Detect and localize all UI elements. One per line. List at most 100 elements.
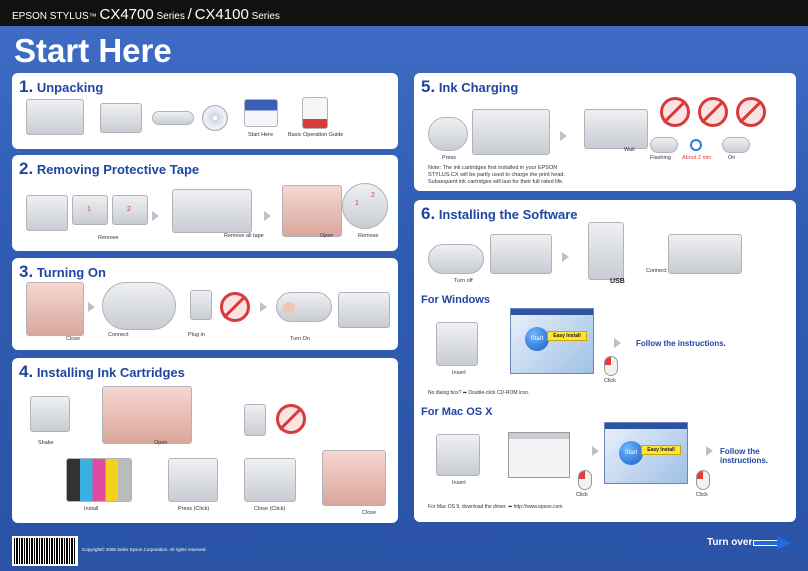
- section-turning-on: 3. Turning On Close Connect Plug in Turn…: [12, 258, 398, 350]
- label-turn-on: Turn On: [290, 336, 310, 342]
- mac-follow-instructions: Follow the instructions.: [720, 447, 769, 465]
- label-close-click: Close (Click): [254, 506, 286, 512]
- ink-cartridges-illustration: [100, 103, 142, 133]
- power-cord-illustration: [152, 111, 194, 125]
- start-button: Start: [525, 327, 549, 351]
- prohibited-icon: [736, 97, 766, 127]
- step-arrow: [562, 252, 569, 262]
- section-installing-ink: 4. Installing Ink Cartridges Shake Open …: [12, 358, 398, 523]
- step-arrow: [260, 302, 267, 312]
- label-remove-all-tape: Remove all tape: [224, 233, 264, 239]
- basic-operation-guide: [302, 97, 328, 129]
- printer-on-illustration: [338, 292, 390, 328]
- insert-cd-illustration: [436, 322, 478, 366]
- mac-mouse-click-icon-2: [696, 470, 710, 490]
- step-arrow: [706, 446, 713, 456]
- mouse-click-icon: [604, 356, 618, 376]
- easy-install-button-mac: Easy Install: [641, 445, 681, 455]
- label-install: Install: [84, 506, 99, 512]
- label-start-here: Start Here: [248, 132, 274, 138]
- mac-installer-screen: Start Easy Install: [604, 422, 688, 484]
- label-click-mac-1: Click: [576, 492, 588, 498]
- label-on: On: [728, 155, 736, 161]
- windows-no-dialog-tip: No dialog box? ➡ Double-click CD-ROM ico…: [428, 390, 530, 396]
- label-remove: Remove: [98, 235, 119, 241]
- label-click-mac-2: Click: [696, 492, 708, 498]
- step-arrow: [560, 131, 567, 141]
- printer-illustration: [26, 99, 84, 135]
- label-about-2-min: About 2 min.: [682, 155, 713, 161]
- label-connect: Connect: [646, 268, 667, 274]
- step-arrow: [592, 446, 599, 456]
- prohibited-icon: [660, 97, 690, 127]
- power-button-illustration: [276, 292, 332, 322]
- easy-install-button: Easy Install: [547, 331, 587, 341]
- cd-rom-illustration: [202, 105, 228, 131]
- step-arrow: [264, 211, 271, 221]
- wall-socket-illustration: [190, 290, 212, 320]
- label-insert-mac: Insert: [452, 480, 466, 486]
- install-cartridges-illustration: [66, 458, 132, 502]
- label-connect: Connect: [108, 332, 129, 338]
- section-unpacking: 1. Unpacking Start Here Basic Operation …: [12, 73, 398, 149]
- section-heading: 5. Ink Charging: [421, 77, 519, 96]
- label-basic-operation-guide: Basic Operation Guide: [288, 132, 344, 138]
- section-installing-software: 6. Installing the Software Turn off Conn…: [414, 200, 796, 522]
- turn-over-text: Turn over: [707, 537, 753, 548]
- windows-heading: For Windows: [421, 294, 490, 306]
- barcode: [12, 536, 78, 566]
- header-bar: EPSON STYLUS™ CX4700 Series / CX4100 Ser…: [0, 0, 808, 26]
- on-light-illustration: [722, 137, 750, 153]
- section-heading: 6. Installing the Software: [421, 204, 578, 223]
- label-flashing: Flashing: [650, 155, 671, 161]
- model-separator: /: [187, 6, 192, 23]
- ink-charging-note: Note: The ink cartridges first installed…: [428, 165, 565, 185]
- prohibited-icon: [220, 292, 250, 322]
- printer-close-final-illustration: [322, 450, 386, 506]
- computer-tower-illustration: [588, 222, 624, 280]
- prohibited-icon: [698, 97, 728, 127]
- label-plug-in: Plug in: [188, 332, 205, 338]
- press-cartridge-illustration: [168, 458, 218, 502]
- printer-open-illustration: [282, 185, 342, 237]
- label-remove-2: Remove: [358, 233, 379, 239]
- printer-wait-illustration: [584, 109, 648, 149]
- mac-os9-tip: For Mac OS 9, download the driver. ➡ htt…: [428, 504, 563, 510]
- windows-follow-instructions: Follow the instructions.: [636, 339, 726, 348]
- tape-step-1: 1: [72, 195, 108, 225]
- printer-tape-illustration: [26, 195, 68, 231]
- label-turn-off: Turn off: [454, 278, 473, 284]
- label-shake: Shake: [38, 440, 54, 446]
- cartridge-package-illustration: [244, 404, 266, 436]
- tape-step-2: 2: [112, 195, 148, 225]
- label-press-click: Press (Click): [178, 506, 210, 512]
- turn-off-button-illustration: [428, 244, 484, 274]
- label-close-final: Close: [362, 510, 377, 516]
- mac-mouse-click-icon: [578, 470, 592, 490]
- printer-all-tape-illustration: [172, 189, 252, 233]
- label-close: Close: [66, 336, 81, 342]
- windows-installer-screen: Start Easy Install: [510, 308, 594, 374]
- copyright-text: Copyright© 2006 Seiko Epson Corporation.…: [82, 547, 207, 552]
- turn-over-arrow-icon: [753, 536, 791, 550]
- section-heading: 2. Removing Protective Tape: [19, 159, 200, 178]
- printer-close-illustration: [26, 282, 84, 336]
- label-press: Press: [442, 155, 457, 161]
- printer-press-illustration: [472, 109, 550, 155]
- printer-connect-illustration: [668, 234, 742, 274]
- label-wait: Wait: [624, 147, 635, 153]
- connect-cord-illustration: [102, 282, 176, 330]
- model-cx4100: CX4100: [194, 6, 249, 23]
- label-insert: Insert: [452, 370, 466, 376]
- step-arrow: [614, 338, 621, 348]
- section-heading: 3. Turning On: [19, 262, 106, 281]
- label-click: Click: [604, 378, 616, 384]
- label-open: Open: [320, 233, 334, 239]
- mac-finder-window: [508, 432, 570, 478]
- close-cover-illustration: [244, 458, 296, 502]
- usb-label: USB: [610, 278, 625, 285]
- clock-icon: [690, 139, 702, 151]
- series-label-2: Series: [251, 11, 280, 22]
- mac-heading: For Mac OS X: [421, 406, 493, 418]
- printer-turn-off-illustration: [490, 234, 552, 274]
